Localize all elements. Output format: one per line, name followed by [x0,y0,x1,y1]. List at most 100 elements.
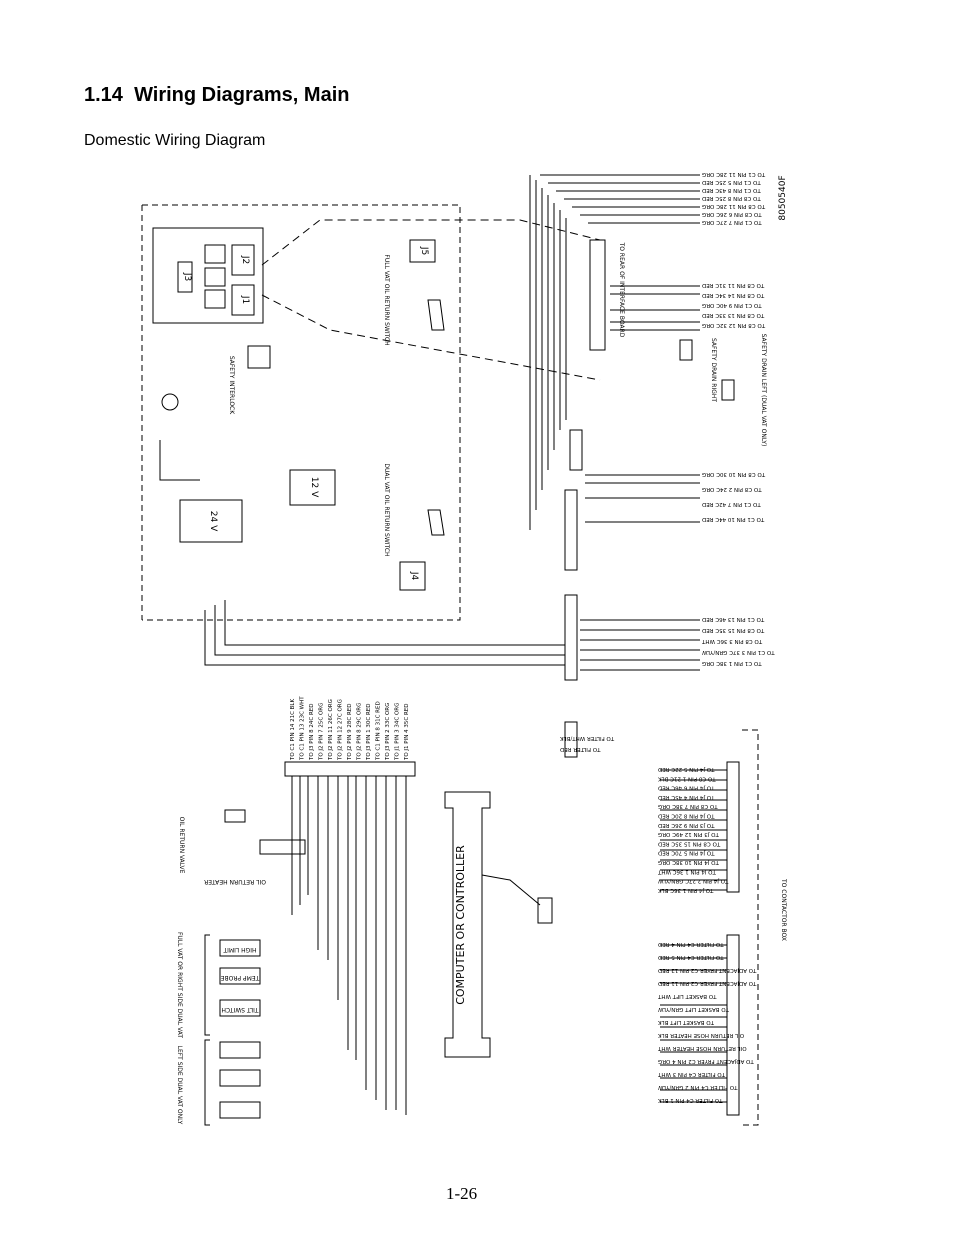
wire-label: TO FILTER RED [560,746,601,752]
enclosure-outline [141,204,461,621]
wire-label: TO J4 PIN 2 27C GRN/YLW [657,878,729,884]
c5-wire-label: TO J3 PIN 1 30C RED [366,704,372,761]
section-title-text: Wiring Diagrams, Main [134,84,350,106]
full-vat-switch-body [427,299,445,331]
wire-label: TO J4 PIN 6 46C RED [658,785,715,791]
wire-label: TO C8 PIN 11 28C ORG [702,203,766,209]
c2-connector [726,934,740,1116]
c5-connector [284,761,416,777]
wire-label: TO ADJACENT FRYER C2 PIN 11 RED [658,980,757,986]
wire-label: TO C8 PIN 2 24C ORG [702,486,763,492]
contactor-box-label: TO CONTACTOR BOX [780,878,787,941]
wire-label: TO C8 PIN 14 34C RED [702,292,765,298]
wire-label: OIL RETURN HOSE HEATER WHT [657,1045,746,1051]
wire-label: TO FILTER C4 PIN 5 RED [658,954,725,960]
high-limit-label: HIGH LIMIT [223,946,256,953]
wire-label: TO ADJACENT FRYER C2 PIN 4 ORG [658,1058,755,1064]
section-title: 1.14 Wiring Diagrams, Main [84,84,349,107]
safety-drain-left-label: SAFETY DRAIN LEFT (DUAL VAT ONLY) [760,334,767,447]
wire-label: TO C8 PIN 12 32C ORG [702,322,766,328]
wire-label: TO C1 PIN 7 27C ORG [702,219,763,225]
transformer-12v-label: 12 V [309,477,319,498]
wire-label: TO FILTER C4 PIN 4 RED [658,941,725,947]
wire-label: TO C1 PIN 5 25C RED [702,179,762,185]
filter-connector [564,721,578,758]
full-vat-switch-label: FULL VAT OIL RETURN SWITCH [383,254,390,345]
wire-label: TO C8 PIN 1 21C BLK [658,775,717,781]
j3-label: J3 [182,272,192,281]
wire-label: TO C8 PIN 11 31C RED [702,282,765,288]
c5-wire-label: TO C1 PIN 8 31C RED [376,701,382,761]
c5-wire-label: TO J1 PIN 3 34C ORG [395,703,401,761]
wire-label: TO C1 PIN 7 42C RED [702,501,762,507]
wire-label: TO J4 PIN 1 36C BLK [658,887,715,893]
wire-label: TO C1 PIN 1 38C ORG [702,660,763,666]
wire-label: TO FILTER C4 PIN 3 WHT [657,1071,726,1077]
wire-label: TO FILTER WHT/BLK [560,735,616,741]
wire-label: TO C1 PIN 8 43C RED [702,187,762,193]
rear-interface-connector [589,239,606,351]
transformer-12v [289,469,336,506]
wire-label: TO C1 PIN 11 28C ORG [702,171,766,177]
wire-label: TO BASKET LIFT WHT [657,993,717,999]
diagram-subtitle: Domestic Wiring Diagram [84,132,266,149]
wire-label: TO FILTER C4 PIN 1 BLK [658,1097,724,1103]
wire-label: TO C8 PIN 6 26C ORG [702,211,763,217]
to-j3-plug [537,897,553,924]
c5-wire-label: TO J2 PIN 9 28C RED [347,704,353,761]
j4-label: J4 [409,571,419,581]
computer-label: COMPUTER OR CONTROLLER [454,845,467,1005]
dual-vat-switch-label: DUAL VAT OIL RETURN SWITCH [383,463,390,556]
c3-connector [259,839,306,855]
page-number: 1-26 [446,1184,478,1203]
wire-label: TO J4 PIN 10 38C ORG [658,859,720,865]
c5-wire-label: TO J2 PIN 12 27C ORG [338,699,344,761]
safety-drain-right-switch [679,339,693,361]
c1-connector [726,761,740,893]
c5-wire-label: TO J3 PIN 2 33C ORG [385,703,391,761]
c6-connector [564,489,578,571]
wire-label: TO C8 PIN 15 35C RED [702,627,765,633]
wire-label: TO C8 PIN 8 25C RED [702,195,762,201]
c5-wire-label: TO J1 PIN 4 35C RED [404,704,410,761]
wire-label: TO J4 PIN 5 70C RED [658,850,715,856]
transformer-24v-label: 24 V [208,511,218,532]
wire-label: TO BASKET LIFT GRN/YLW [657,1006,729,1012]
wire-label: TO ADJACENT FRYER C2 PIN 12 RED [658,967,757,973]
c5-wire-label: TO C1 PIN 14 21C BLK [290,699,296,761]
drawing-number: 8050540F [778,175,788,220]
wire-label: TO C8 PIN 13 33C RED [702,312,765,318]
oil-return-heater-label: OIL RETURN HEATER [204,878,266,885]
safety-interlock-switch [247,345,271,369]
oil-return-valve-label: OIL RETURN VALVE [178,817,185,874]
wire-label: TO FILTER C4 PIN 2 GRN/YLW [657,1084,738,1090]
c5-wire-label: TO J2 PIN 7 25C ORG [319,703,325,761]
c5-wire-label: TO C1 PIN 13 23C WHT [300,696,306,761]
wire-label: TO C8 PIN 10 30C ORG [702,471,766,477]
safety-interlock-label: SAFETY INTERLOCK [228,356,235,415]
wire-label: TO C8 PIN 7 38C ORG [658,803,719,809]
j4-connector [399,561,426,591]
full-vat-side-label: FULL VAT OR RIGHT SIDE DUAL VAT [176,932,183,1038]
left-side-label: LEFT SIDE DUAL VAT ONLY [176,1046,183,1125]
wire-label: TO C8 PIN 15 35C RED [658,840,721,846]
wire-label: TO J4 PIN 4 45C RED [658,794,715,800]
wire-label: TO J4 PIN 1 36C WHT [657,868,717,874]
wire-label: TO J4 PIN 5 22C RED [658,766,715,772]
temp-probe-label: TEMP PROBE [221,974,261,981]
c8-connector [564,594,578,681]
tilt-switch-label: TILT SWITCH [221,1006,259,1013]
c2-small-connector [224,809,246,823]
c5-wire-label: TO J2 PIN 8 29C ORG [357,703,363,761]
j2-connector [231,244,255,276]
interface-board-label: TO REAR OF INTERFACE BOARD [618,242,625,338]
interface-board [152,227,264,324]
safety-drain-right-label: SAFETY DRAIN RIGHT [710,338,717,402]
computer-controller-box [444,791,491,1058]
section-number: 1.14 [84,84,123,106]
wire-label: TO C1 PIN 3 37C GRN/YLW [701,649,775,655]
j1-label: J1 [240,295,250,304]
c5-wire-label: TO J2 PIN 11 26C ORG [328,699,334,761]
c7-connector [569,429,583,471]
